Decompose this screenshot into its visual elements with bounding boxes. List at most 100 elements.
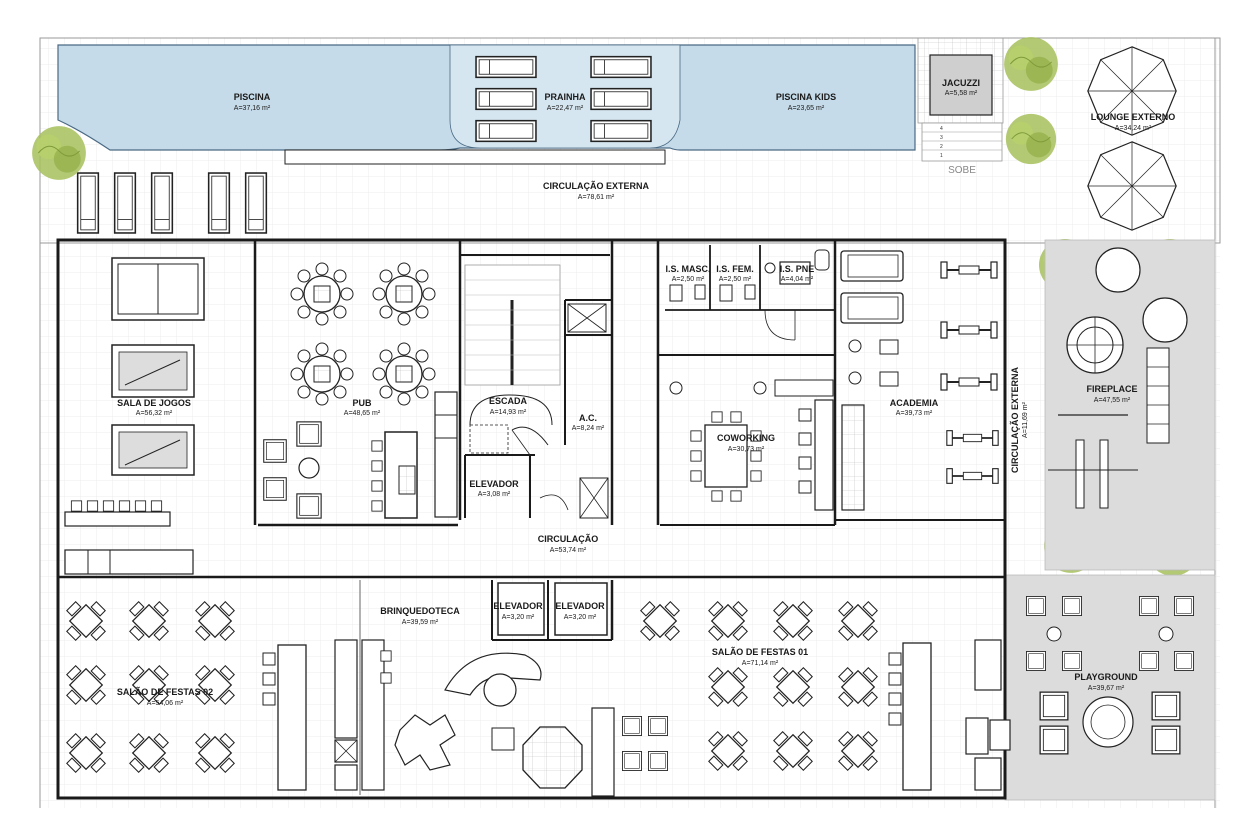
coworking-furniture <box>669 379 834 511</box>
table-icon <box>195 665 235 705</box>
tree-icon <box>1003 36 1059 92</box>
fireplace-furniture <box>1048 247 1188 509</box>
salao-02-tables <box>66 601 392 791</box>
buffet-counter <box>277 644 307 791</box>
room-name: SALA DE JOGOS <box>117 398 191 408</box>
table-icon <box>129 665 169 705</box>
table-icon <box>708 601 748 641</box>
room-name: JACUZZI <box>942 78 980 88</box>
step-number: 2 <box>940 144 943 150</box>
jacuzzi-tub <box>929 54 993 116</box>
table-icon <box>773 601 813 641</box>
playroom-furniture <box>394 652 615 797</box>
table-icon <box>195 601 235 641</box>
vertical-label: CIRCULAÇÃO EXTERNA A=11,69 m² <box>1010 367 1029 474</box>
room-name: PISCINA <box>234 92 271 102</box>
table-icon <box>372 342 436 406</box>
ac-shafts <box>539 303 609 519</box>
room-area: A=22,47 m² <box>547 105 584 112</box>
buffet-counter <box>902 642 932 791</box>
room-area: A=39,67 m² <box>1088 685 1125 692</box>
room-area: A=3,08 m² <box>478 491 511 498</box>
playground-furniture <box>1025 595 1195 755</box>
room-area: A=39,73 m² <box>896 410 933 417</box>
room-name: ELEVADOR <box>469 479 519 489</box>
room-name: I.S. PNE <box>780 264 815 274</box>
room-area: A=78,61 m² <box>578 194 615 201</box>
lounger <box>590 87 652 111</box>
stairs-up <box>921 122 1003 162</box>
room-area: A=34,24 m² <box>1115 125 1152 132</box>
gym-furniture <box>840 250 1000 511</box>
table-icon <box>66 665 106 705</box>
room-area: A=23,65 m² <box>788 105 825 112</box>
table-icon <box>708 667 748 707</box>
room-area: A=47,55 m² <box>1094 397 1131 404</box>
table-icon <box>838 601 878 641</box>
room-labels: PISCINA A=37,16 m² PRAINHA A=22,47 m² PI… <box>117 78 1175 707</box>
room-area: A=5,58 m² <box>945 90 978 97</box>
table-icon <box>290 342 354 406</box>
lounger <box>475 87 537 111</box>
table-icon <box>372 262 436 326</box>
table-icon <box>773 731 813 771</box>
room-name: CIRCULAÇÃO EXTERNA <box>543 181 650 191</box>
lounger <box>590 55 652 79</box>
lounger <box>207 172 231 234</box>
game-room-furniture <box>64 257 205 575</box>
room-area: A=2,50 m² <box>672 276 705 283</box>
room-area: A=48,65 m² <box>344 410 381 417</box>
pub-furniture <box>263 262 458 519</box>
salao-01-tables <box>622 601 1011 791</box>
meeting-table <box>704 424 748 488</box>
table-icon <box>66 733 106 773</box>
fireplace-paving <box>1044 239 1216 571</box>
restrooms <box>669 249 830 341</box>
room-name: FIREPLACE <box>1086 384 1137 394</box>
stairwell <box>464 264 561 456</box>
room-name: I.S. FEM. <box>716 264 754 274</box>
umbrella-icon <box>1087 141 1177 231</box>
room-area: A=56,32 m² <box>136 410 173 417</box>
room-area: A=3,20 m² <box>502 614 535 621</box>
treadmill-icon <box>840 292 904 324</box>
room-area: A=37,16 m² <box>234 105 271 112</box>
table-icon <box>838 731 878 771</box>
lounger <box>113 172 137 234</box>
lounger <box>475 119 537 143</box>
table-icon <box>129 601 169 641</box>
room-name: PUB <box>352 398 372 408</box>
room-area: A=2,50 m² <box>719 276 752 283</box>
room-name: COWORKING <box>717 433 775 443</box>
room-name: CIRCULAÇÃO EXTERNA <box>1010 367 1020 474</box>
pool-bench <box>284 149 666 165</box>
room-name: A.C. <box>579 413 597 423</box>
lounger <box>150 172 174 234</box>
room-area: A=4,04 m² <box>781 276 814 283</box>
table-icon <box>66 601 106 641</box>
building-walls <box>56 238 1007 800</box>
lounger <box>590 119 652 143</box>
treadmill-icon <box>840 250 904 282</box>
room-area: A=54,06 m² <box>147 700 184 707</box>
table-icon <box>195 733 235 773</box>
table-icon <box>838 667 878 707</box>
room-name: I.S. MASC. <box>665 264 710 274</box>
elevators <box>497 582 608 636</box>
room-area: A=14,93 m² <box>490 409 527 416</box>
room-area: A=8,24 m² <box>572 425 605 432</box>
room-name: ESCADA <box>489 396 528 406</box>
room-area: A=71,14 m² <box>742 660 779 667</box>
room-name: BRINQUEDOTECA <box>380 606 460 616</box>
stairs-up-label: SOBE <box>948 165 976 176</box>
room-name: ACADEMIA <box>890 398 939 408</box>
room-name: SALÃO DE FESTAS 01 <box>712 647 808 657</box>
room-name: PRAINHA <box>544 92 586 102</box>
table-icon <box>773 667 813 707</box>
room-name: CIRCULAÇÃO <box>538 534 599 544</box>
room-name: ELEVADOR <box>493 601 543 611</box>
room-name: PISCINA KIDS <box>776 92 836 102</box>
table-icon <box>290 262 354 326</box>
step-number: 4 <box>940 126 943 132</box>
